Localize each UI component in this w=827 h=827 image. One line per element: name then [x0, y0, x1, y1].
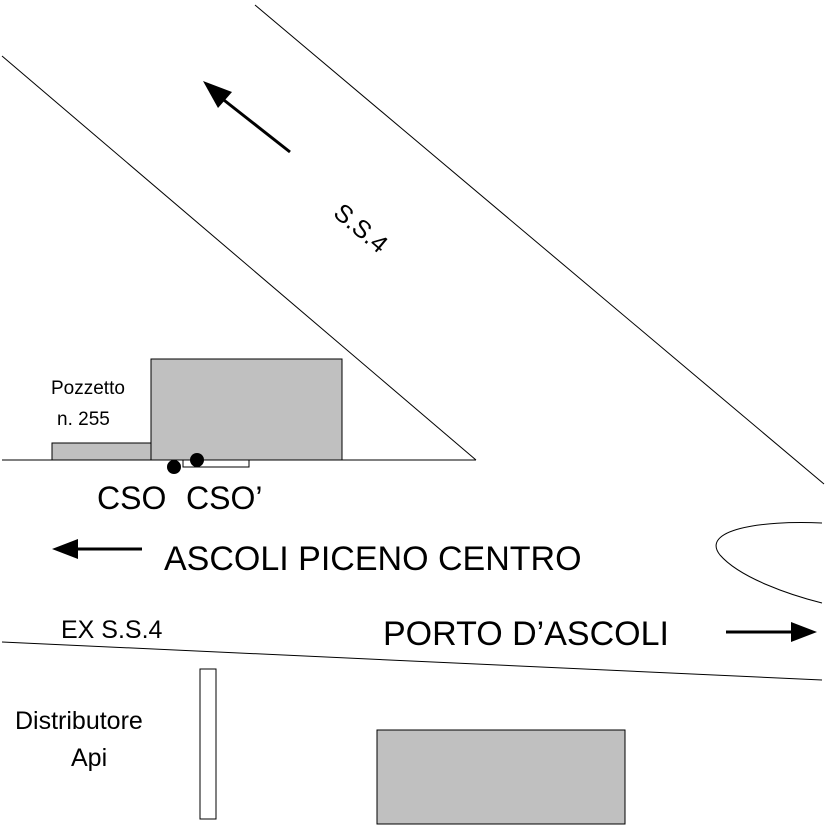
arrow-right-icon	[726, 622, 817, 642]
cso-prime-label: CSO’	[186, 480, 262, 516]
pozzetto-label-line2: n. 255	[57, 409, 110, 430]
ex-ss4-label: EX S.S.4	[61, 616, 163, 644]
building-pozzetto	[51, 442, 152, 461]
porto-dascoli-label: PORTO D’ASCOLI	[383, 615, 669, 653]
arrow-left-icon	[52, 539, 142, 559]
ex-ss4-road-edge-south	[1, 641, 823, 681]
distributore-pole	[199, 668, 217, 820]
cso-prime-point	[190, 453, 204, 467]
building-south	[376, 729, 626, 825]
ascoli-piceno-centro-label: ASCOLI PICENO CENTRO	[164, 540, 582, 578]
arrow-northwest-icon	[203, 81, 291, 154]
pozzetto-label-line1: Pozzetto	[51, 378, 125, 399]
ss4-road-edge-upper	[254, 4, 825, 485]
distributore-label-line2: Api	[71, 744, 107, 772]
cso-label: CSO	[97, 480, 166, 516]
cso-point	[167, 460, 181, 474]
distributore-label-line1: Distributore	[15, 707, 143, 735]
ss4-label: S.S.4	[328, 198, 393, 259]
pozzetto-box	[182, 459, 250, 468]
ss4-road-edge-lower	[1, 55, 477, 461]
building-main	[150, 358, 343, 461]
ramp-curve	[715, 522, 823, 604]
